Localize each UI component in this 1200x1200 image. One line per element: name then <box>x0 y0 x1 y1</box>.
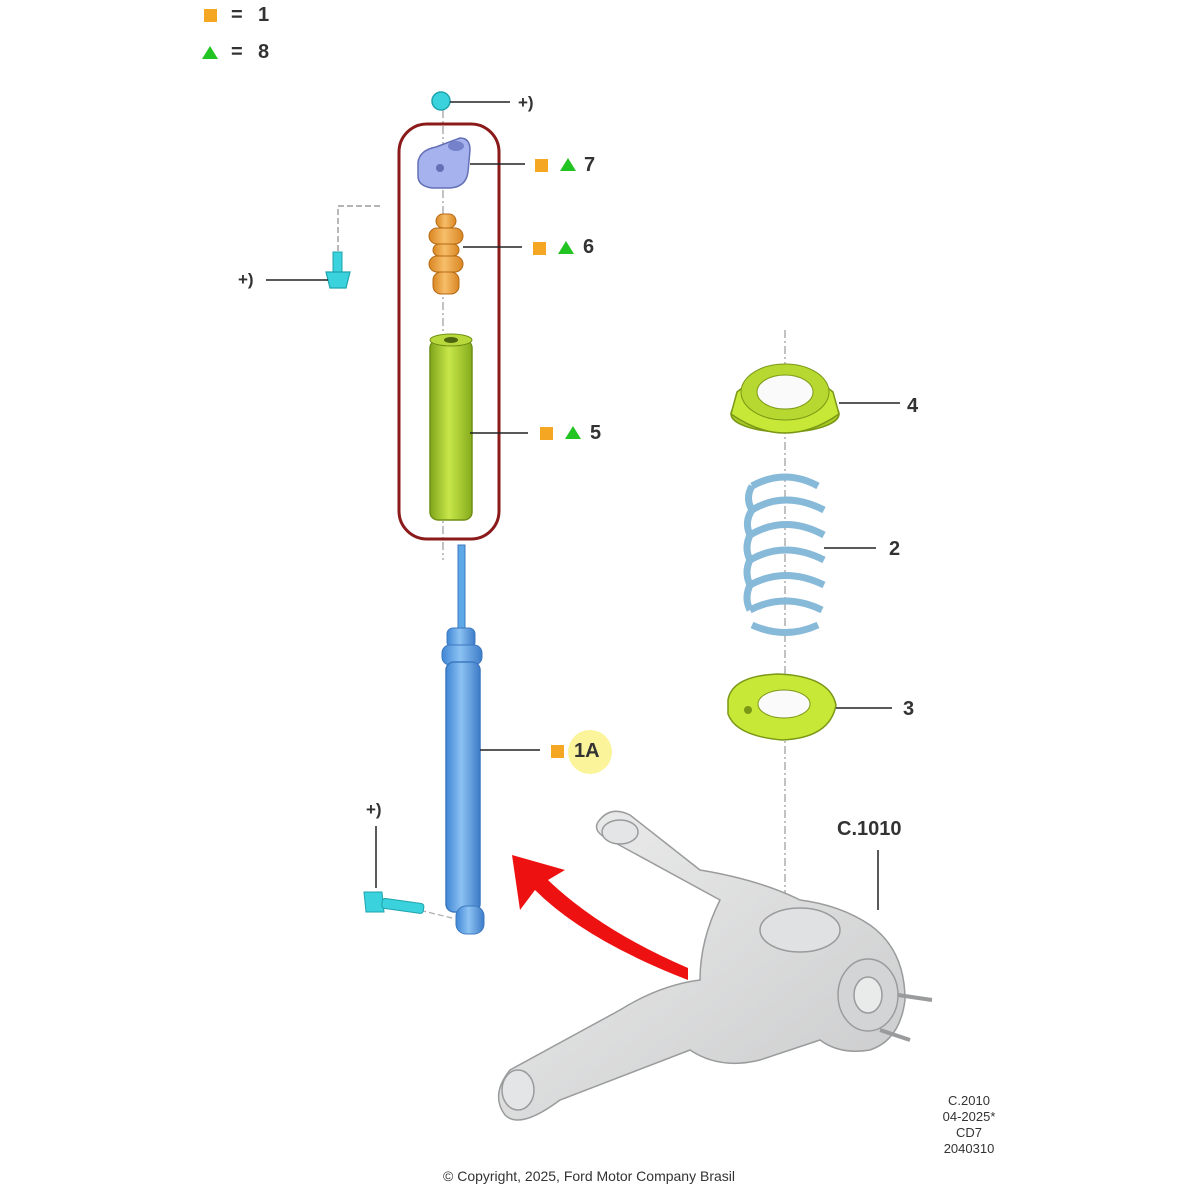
legend-equals: = <box>231 4 243 26</box>
coil-spring-part-2 <box>743 473 826 636</box>
footer-code-line: 04-2025* <box>942 1109 996 1124</box>
shock-absorber-part-1a <box>441 544 540 935</box>
upper-seat-part-4 <box>730 363 900 434</box>
legend-equals: = <box>231 41 243 63</box>
legend-value-square: 1 <box>258 4 270 26</box>
part5-triangle-icon <box>565 426 581 439</box>
part6-triangle-icon <box>558 241 574 254</box>
callout-top-nut: +) <box>518 93 534 112</box>
label-part-7: 7 <box>584 154 596 176</box>
label-part-3: 3 <box>903 698 915 720</box>
callout-left-bolt: +) <box>238 270 254 289</box>
part1a-square-icon <box>551 745 564 758</box>
top-nut-part <box>431 91 510 111</box>
knuckle-assembly <box>497 810 933 1121</box>
replacement-kit-box <box>397 122 501 541</box>
part7-triangle-icon <box>560 158 576 171</box>
dust-boot-part-5 <box>429 333 528 521</box>
label-part-2: 2 <box>889 538 901 560</box>
copyright-text: © Copyright, 2025, Ford Motor Company Br… <box>443 1168 735 1184</box>
left-bolt-part <box>266 205 380 289</box>
part1a-highlight <box>568 730 612 774</box>
part6-square-icon <box>533 242 546 255</box>
mount-part-7 <box>417 137 525 189</box>
footer-code-block: C.2010 04-2025* CD7 2040310 <box>934 1093 1004 1157</box>
legend-value-triangle: 8 <box>258 41 270 63</box>
part5-square-icon <box>540 427 553 440</box>
label-part-5: 5 <box>590 422 602 444</box>
footer-code-line: C.2010 <box>948 1093 990 1108</box>
bump-stop-part-6 <box>428 213 522 295</box>
footer-code-line: 2040310 <box>943 1141 995 1156</box>
label-part-4: 4 <box>907 395 919 417</box>
bottom-bolt-part <box>363 826 453 919</box>
footer-code-line: CD7 <box>955 1125 982 1140</box>
legend-triangle-icon <box>202 46 218 59</box>
reference-code: C.1010 <box>837 818 902 840</box>
lower-seat-part-3 <box>727 673 892 741</box>
legend-square-icon <box>204 9 217 22</box>
callout-bottom-bolt: +) <box>366 800 382 819</box>
label-part-6: 6 <box>583 236 595 258</box>
assembly-arrow <box>512 855 688 980</box>
part7-square-icon <box>535 159 548 172</box>
label-part-1a: 1A <box>574 740 600 762</box>
